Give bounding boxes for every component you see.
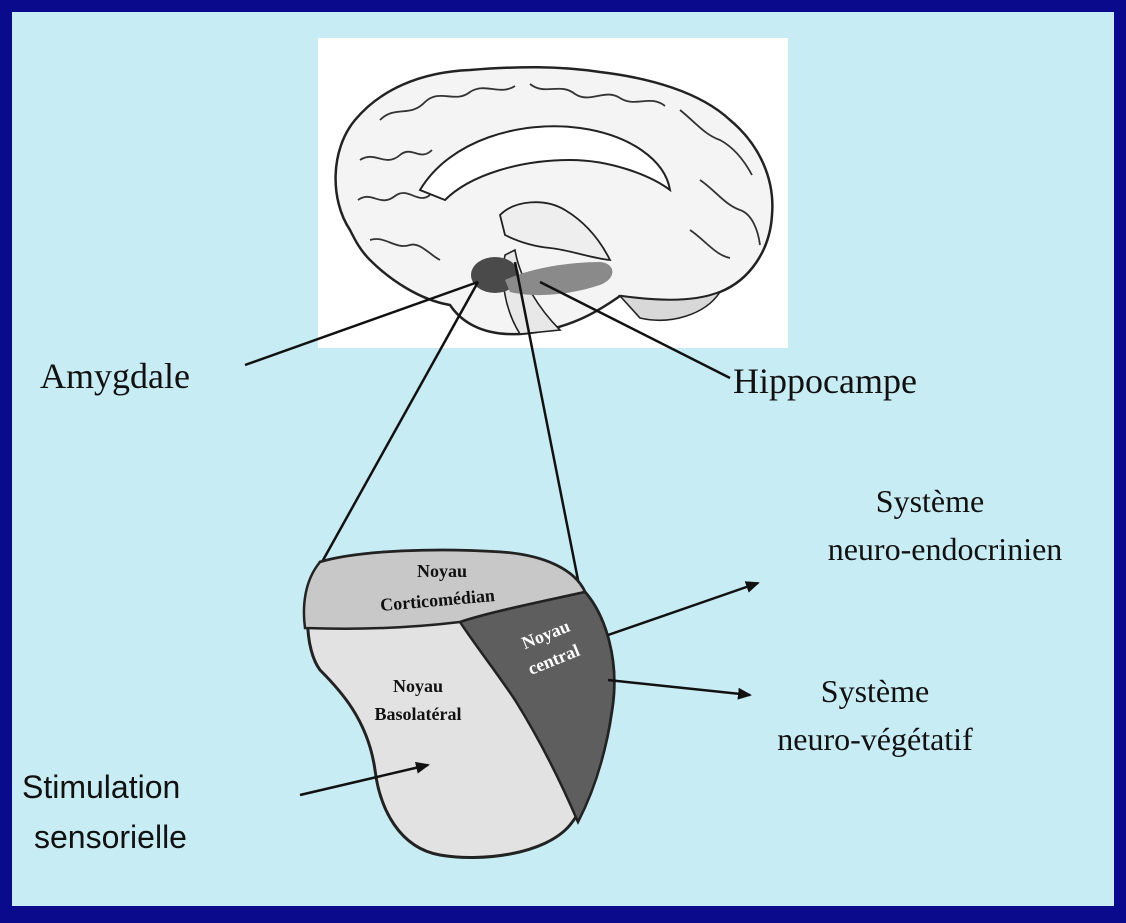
hippocampe-label: Hippocampe — [733, 360, 917, 403]
amygdale-label: Amygdale — [40, 355, 190, 398]
vegetative-system-label-line1: Système — [760, 672, 990, 710]
vegetative-system-label-line2: neuro-végétatif — [740, 720, 1010, 758]
stimulation-label-line1: Stimulation — [22, 768, 180, 806]
basolateral-label-line1: Noyau — [393, 676, 443, 696]
endocrine-system-label-line2: neuro-endocrinien — [800, 530, 1090, 568]
endocrine-system-label-line1: Système — [810, 482, 1050, 520]
brain-illustration — [318, 38, 788, 348]
corticomedian-label-line1: Noyau — [417, 561, 467, 581]
stimulation-label-line2: sensorielle — [34, 818, 187, 856]
basolateral-label-line2: Basolatéral — [375, 704, 462, 724]
